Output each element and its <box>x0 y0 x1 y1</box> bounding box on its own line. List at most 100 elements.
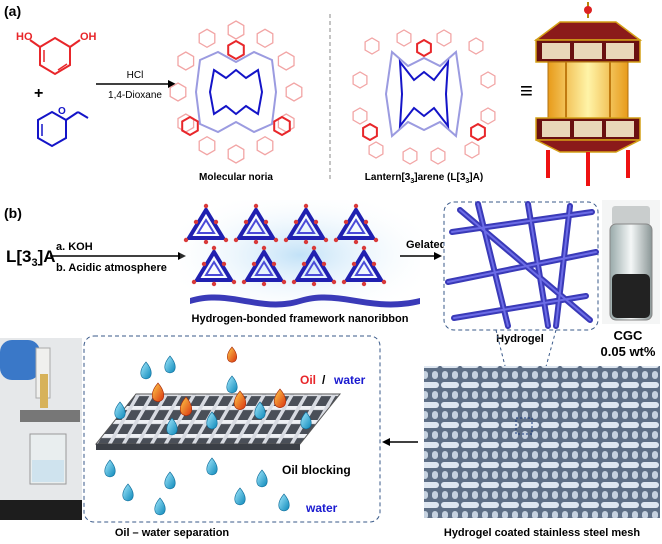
lantern-aryl-ring <box>436 29 452 47</box>
reagent-hcl: HCl <box>127 70 144 81</box>
noria-aryl-ring <box>285 82 303 102</box>
water-droplet <box>300 411 312 430</box>
noria-aryl-ring <box>256 28 274 49</box>
water-label-top: water <box>333 373 366 387</box>
water-droplet <box>254 401 266 420</box>
cgc-value: 0.05 wt% <box>601 344 656 359</box>
water-droplet <box>140 361 152 380</box>
svg-text:O: O <box>58 106 66 117</box>
lantern-aryl-ring <box>480 107 496 125</box>
separation-caption: Oil – water separation <box>115 527 230 539</box>
mesh-to-separation-arrowhead <box>382 438 390 446</box>
water-droplet <box>226 375 238 394</box>
water-droplet <box>164 355 176 374</box>
svg-text:OH: OH <box>80 31 97 43</box>
lantern-aryl-ring <box>464 141 480 159</box>
panel-a-label: (a) <box>4 3 21 19</box>
chinese-lantern-icon <box>533 2 643 186</box>
water-label-bottom: water <box>305 501 338 515</box>
water-droplet <box>122 483 134 502</box>
l33a-start-label: L[33]A <box>6 247 56 269</box>
water-droplet <box>206 411 218 430</box>
noria-highlight-ring <box>273 115 291 137</box>
reagent-dioxane: 1,4-Dioxane <box>108 90 162 101</box>
hydrogen-bonded-framework <box>183 203 387 287</box>
oil-water-separation-inset <box>83 335 381 523</box>
oil-droplet <box>233 390 247 411</box>
lantern-aryl-ring <box>352 107 368 125</box>
oil-droplet <box>179 396 193 417</box>
lantern-highlight-ring <box>362 122 378 142</box>
lantern-aryl-ring <box>368 141 384 159</box>
hydrogel-network-box <box>443 201 599 331</box>
lantern-highlight-ring <box>416 38 432 58</box>
lantern-aryl-ring <box>480 71 496 89</box>
lantern-arene-caption: Lantern[33]arene (L[33]A) <box>365 172 483 185</box>
noria-aryl-ring <box>198 28 216 49</box>
framework-triangle-unit <box>241 245 287 287</box>
noria-aryl-ring <box>198 135 216 156</box>
noria-aryl-ring <box>227 144 245 164</box>
lantern-aryl-ring <box>396 29 412 47</box>
framework-triangle-unit <box>333 203 379 245</box>
noria-aryl-ring <box>256 135 274 156</box>
lantern-front-bridge <box>398 58 450 130</box>
lantern-back-bridge <box>384 50 464 138</box>
framework-triangle-unit <box>233 203 279 245</box>
oil-droplet <box>151 382 165 403</box>
oil-droplet <box>226 346 238 363</box>
step-acidic-atmosphere: b. Acidic atmosphere <box>56 262 167 274</box>
droplets-group <box>104 346 312 516</box>
water-droplet <box>166 417 178 436</box>
separation-apparatus-photo <box>0 338 82 520</box>
hydrogel-vial-photo <box>602 200 660 324</box>
stainless-steel-mesh-photo <box>424 366 660 518</box>
plus-sign: + <box>34 85 43 102</box>
panel-b-label: (b) <box>4 205 22 221</box>
noria-aryl-ring <box>277 51 295 71</box>
hydrogel-caption: Hydrogel <box>496 333 544 345</box>
water-droplet <box>164 471 176 490</box>
framework-triangle-unit <box>191 245 237 287</box>
water-droplet <box>104 459 116 478</box>
lantern-arene-structure <box>352 29 496 165</box>
water-droplet <box>114 401 126 420</box>
water-droplet <box>278 493 290 512</box>
framework-triangle-unit <box>183 203 229 245</box>
lantern-aryl-ring <box>364 37 380 55</box>
water-droplet <box>234 487 246 506</box>
equivalence-sign: ≡ <box>520 78 533 103</box>
gelated-arrowhead <box>434 252 442 260</box>
noria-aryl-ring <box>169 82 187 102</box>
noria-highlight-ring <box>227 39 245 61</box>
noria-highlight-ring <box>181 115 199 137</box>
gelated-label: Gelated <box>406 239 446 251</box>
noria-front-bridge <box>208 68 264 116</box>
svg-text:HO: HO <box>16 31 33 43</box>
water-droplet <box>256 469 268 488</box>
framework-triangle-unit <box>341 245 387 287</box>
nanoribbon-strand <box>190 294 420 308</box>
lantern-aryl-ring <box>468 37 484 55</box>
water-droplet <box>154 497 166 516</box>
noria-back-bridge <box>194 50 278 134</box>
cgc-label: CGC <box>614 328 644 343</box>
mesh-zoom-box <box>515 417 533 435</box>
oil-blocking-label: Oil blocking <box>282 463 351 477</box>
oil-water-slash: / <box>322 373 326 387</box>
step-koh: a. KOH <box>56 241 93 253</box>
reaction-arrowhead <box>168 80 176 88</box>
lantern-aryl-ring <box>402 147 418 165</box>
lantern-aryl-ring <box>352 71 368 89</box>
framework-caption: Hydrogen-bonded framework nanoribbon <box>192 313 409 325</box>
resorcinol-structure: HO OH <box>16 31 97 76</box>
dihydropyran-structure: O <box>37 106 89 148</box>
framework-triangle-unit <box>283 203 329 245</box>
noria-aryl-ring <box>227 20 245 40</box>
framework-triangle-unit <box>291 245 337 287</box>
oil-droplet <box>273 388 287 409</box>
noria-aryl-ring <box>177 51 195 71</box>
mesh-caption: Hydrogel coated stainless steel mesh <box>444 527 641 539</box>
lantern-highlight-ring <box>470 122 486 142</box>
